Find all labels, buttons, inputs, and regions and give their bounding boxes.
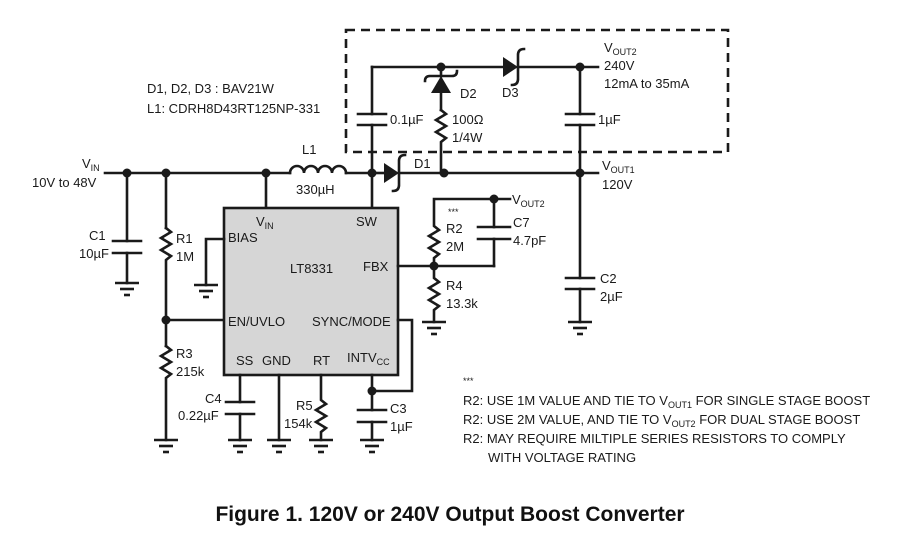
vout2-fb-label: VOUT2 — [512, 192, 545, 209]
dual-stage-box — [344, 28, 730, 154]
footnote-line-3: R2: MAY REQUIRE MILTIPLE SERIES RESISTOR… — [463, 431, 846, 446]
r2-value: 2M — [446, 239, 464, 254]
r3-value: 215k — [176, 364, 205, 379]
r-pump-value: 100Ω — [452, 112, 484, 127]
r4-ref: R4 — [446, 278, 463, 293]
c2-ref: C2 — [600, 271, 617, 286]
capacitor-pump — [356, 62, 510, 175]
inductor-l1 — [288, 164, 374, 175]
bom-note-inductor: L1: CDRH8D43RT125NP-331 — [147, 101, 320, 116]
d1-ref: D1 — [414, 156, 431, 171]
vout2-voltage: 240V — [604, 58, 635, 73]
r3-ref: R3 — [176, 346, 193, 361]
c1-ref: C1 — [89, 228, 106, 243]
pin-rt: RT — [313, 353, 330, 368]
pin-sync-mode: SYNC/MODE — [312, 314, 391, 329]
r5-value: 154k — [284, 416, 313, 431]
vout1-label: VOUT1 — [602, 158, 635, 175]
r1-value: 1M — [176, 249, 194, 264]
resistor-r3 — [152, 318, 180, 454]
pin-sw: SW — [356, 214, 378, 229]
footnote-mark: *** — [463, 376, 474, 386]
footnote-line-4: WITH VOLTAGE RATING — [488, 450, 636, 465]
c-pump-value: 0.1µF — [390, 112, 424, 127]
footnote: *** R2: USE 1M VALUE AND TIE TO VOUT1 FO… — [463, 376, 870, 465]
sync-mode-wire — [370, 318, 414, 393]
capacitor-out2 — [564, 65, 596, 175]
c3-value: 1µF — [390, 419, 413, 434]
gnd-pin-wire — [265, 373, 293, 454]
vin-rail — [103, 168, 292, 178]
c-out2-value: 1µF — [598, 112, 621, 127]
c7-ref: C7 — [513, 215, 530, 230]
pin-ss: SS — [236, 353, 254, 368]
pin-fbx: FBX — [363, 259, 389, 274]
ic-lt8331 — [222, 206, 400, 377]
vout2-current: 12mA to 35mA — [604, 76, 690, 91]
r2-ref: R2 — [446, 221, 463, 236]
bias-ground — [192, 237, 226, 299]
fbx-wire — [396, 261, 496, 271]
pin-en-uvlo: EN/UVLO — [228, 314, 285, 329]
capacitor-c4 — [224, 373, 256, 454]
resistor-r4 — [420, 264, 448, 336]
capacitor-c3 — [356, 373, 388, 454]
ic-part-number: LT8331 — [290, 261, 333, 276]
vout1-voltage: 120V — [602, 177, 633, 192]
c2-value: 2µF — [600, 289, 623, 304]
footnote-line-2: R2: USE 2M VALUE, AND TIE TO VOUT2 FOR D… — [463, 412, 860, 429]
r4-value: 13.3k — [446, 296, 478, 311]
c4-value: 0.22µF — [178, 408, 219, 423]
capacitor-c1 — [111, 171, 143, 297]
vin-range-label: 10V to 48V — [32, 175, 97, 190]
l1-ref: L1 — [302, 142, 316, 157]
bom-note-diodes: D1, D2, D3 : BAV21W — [147, 81, 275, 96]
d3-ref: D3 — [502, 85, 519, 100]
capacitor-c2 — [564, 171, 596, 336]
r-pump-power: 1/4W — [452, 130, 483, 145]
resistor-r1 — [158, 171, 174, 325]
r1-ref: R1 — [176, 231, 193, 246]
vout2-label: VOUT2 — [604, 40, 637, 57]
c1-value: 10µF — [79, 246, 109, 261]
pin-vin: VIN — [256, 214, 274, 231]
resistor-r2 — [426, 194, 512, 268]
resistor-r5 — [307, 373, 335, 454]
c3-ref: C3 — [390, 401, 407, 416]
r2-mark: *** — [448, 207, 459, 217]
pin-intvcc: INTVCC — [347, 350, 390, 367]
vin-label: VIN — [82, 156, 100, 173]
r5-ref: R5 — [296, 398, 313, 413]
c7-value: 4.7pF — [513, 233, 546, 248]
resistor-pump — [433, 108, 449, 175]
pin-gnd: GND — [262, 353, 291, 368]
diode-d3 — [503, 47, 600, 87]
pin-bias: BIAS — [228, 230, 258, 245]
figure-caption: Figure 1. 120V or 240V Output Boost Conv… — [215, 503, 684, 526]
diode-d1 — [370, 153, 600, 193]
capacitor-c7 — [476, 197, 512, 268]
d2-ref: D2 — [460, 86, 477, 101]
diode-d2 — [423, 65, 459, 112]
l1-value: 330µH — [296, 182, 335, 197]
footnote-line-1: R2: USE 1M VALUE AND TIE TO VOUT1 FOR SI… — [463, 393, 870, 410]
c4-ref: C4 — [205, 391, 222, 406]
